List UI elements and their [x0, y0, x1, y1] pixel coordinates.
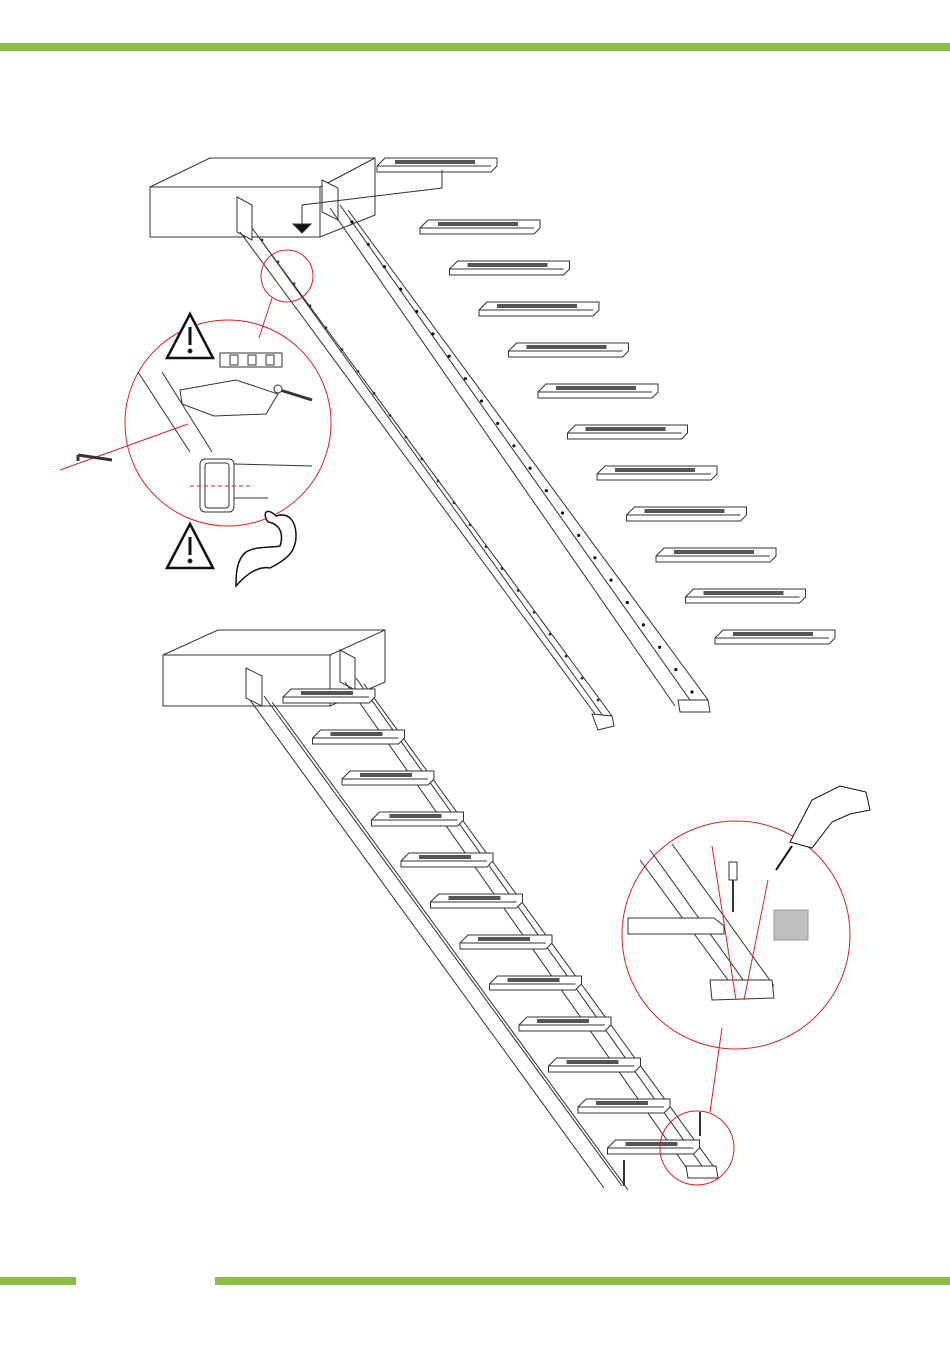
allen-key-icon — [78, 455, 112, 461]
tread — [538, 384, 658, 398]
stringer-hole — [383, 265, 386, 268]
warning-icon — [167, 524, 213, 568]
detail-anchoring-contents — [628, 844, 774, 1000]
tread — [597, 466, 717, 480]
tread — [420, 220, 540, 234]
detail-connection-contents — [60, 372, 312, 512]
stringer-hole — [581, 677, 584, 680]
left-bracket — [237, 197, 252, 240]
tread — [715, 630, 835, 644]
tread — [377, 158, 497, 172]
stringer-hole — [357, 370, 360, 373]
stringer-hole — [389, 414, 392, 417]
stringer-hole — [658, 646, 661, 649]
stringer-holes — [261, 220, 694, 701]
tread — [401, 853, 493, 867]
tread — [342, 771, 434, 785]
stringer-hole — [448, 355, 451, 358]
warning-icon — [167, 314, 213, 358]
stringer-hole — [293, 282, 296, 285]
stair-assembled-view — [163, 630, 870, 1190]
tread — [372, 812, 464, 826]
stringer-hole — [577, 534, 580, 537]
stringer-hole — [597, 699, 600, 702]
stringer-hole — [464, 377, 467, 380]
wall-plug-icon — [729, 862, 737, 912]
tread — [519, 1017, 611, 1031]
stringer-hole — [674, 668, 677, 671]
tread — [608, 1140, 700, 1154]
stringer-hole — [593, 556, 596, 559]
stringer-hole — [341, 348, 344, 351]
stringer-hole — [453, 501, 456, 504]
tread — [460, 935, 552, 949]
stringer-hole — [512, 444, 515, 447]
detail-circle-anchoring — [622, 821, 850, 1049]
bolt-icon — [220, 353, 282, 367]
stringer-hole — [367, 243, 370, 246]
stringer-hole — [561, 511, 564, 514]
tread — [578, 1099, 670, 1113]
loose-treads — [377, 158, 835, 644]
tread — [627, 507, 747, 521]
wrench-icon — [274, 385, 312, 400]
stringer-hole — [480, 399, 483, 402]
right-stringer — [330, 205, 710, 712]
stringer-hole — [549, 633, 552, 636]
stringer-hole — [528, 467, 531, 470]
tread — [450, 261, 570, 275]
wall-texture — [774, 910, 808, 940]
stringer-hole — [501, 567, 504, 570]
stringer-hole — [545, 489, 548, 492]
stringer-hole — [626, 601, 629, 604]
stringer-hole — [517, 589, 520, 592]
stringer-hole — [399, 288, 402, 291]
tread — [313, 730, 405, 744]
stringer-hole — [431, 332, 434, 335]
tread — [283, 689, 375, 703]
stringer-hole — [437, 480, 440, 483]
stair-exploded-view — [60, 158, 835, 730]
tread — [568, 425, 688, 439]
stringer-hole — [421, 458, 424, 461]
tread — [686, 589, 806, 603]
stringer-hole — [325, 326, 328, 329]
stringer-hole — [690, 690, 693, 693]
stringer-hole — [405, 436, 408, 439]
strength-arm-icon — [236, 511, 296, 586]
tread — [656, 548, 776, 562]
tread — [509, 343, 629, 357]
tread — [431, 894, 523, 908]
stringer-hole — [496, 422, 499, 425]
drill-icon — [776, 786, 870, 870]
stringer-hole — [565, 655, 568, 658]
tread — [479, 302, 599, 316]
stringer-hole — [309, 304, 312, 307]
stringer-hole — [485, 545, 488, 548]
stringer-hole — [533, 611, 536, 614]
tread — [549, 1058, 641, 1072]
stringer-hole — [350, 220, 353, 223]
stringer-hole — [415, 310, 418, 313]
stringer-hole — [609, 578, 612, 581]
left-stringer — [250, 696, 628, 1190]
stringer-hole — [469, 523, 472, 526]
stringer-hole — [642, 623, 645, 626]
stringer-hole — [277, 261, 280, 264]
stringer-hole — [261, 239, 264, 242]
landing-block — [150, 158, 375, 237]
tread — [490, 976, 582, 990]
stringer-hole — [373, 392, 376, 395]
